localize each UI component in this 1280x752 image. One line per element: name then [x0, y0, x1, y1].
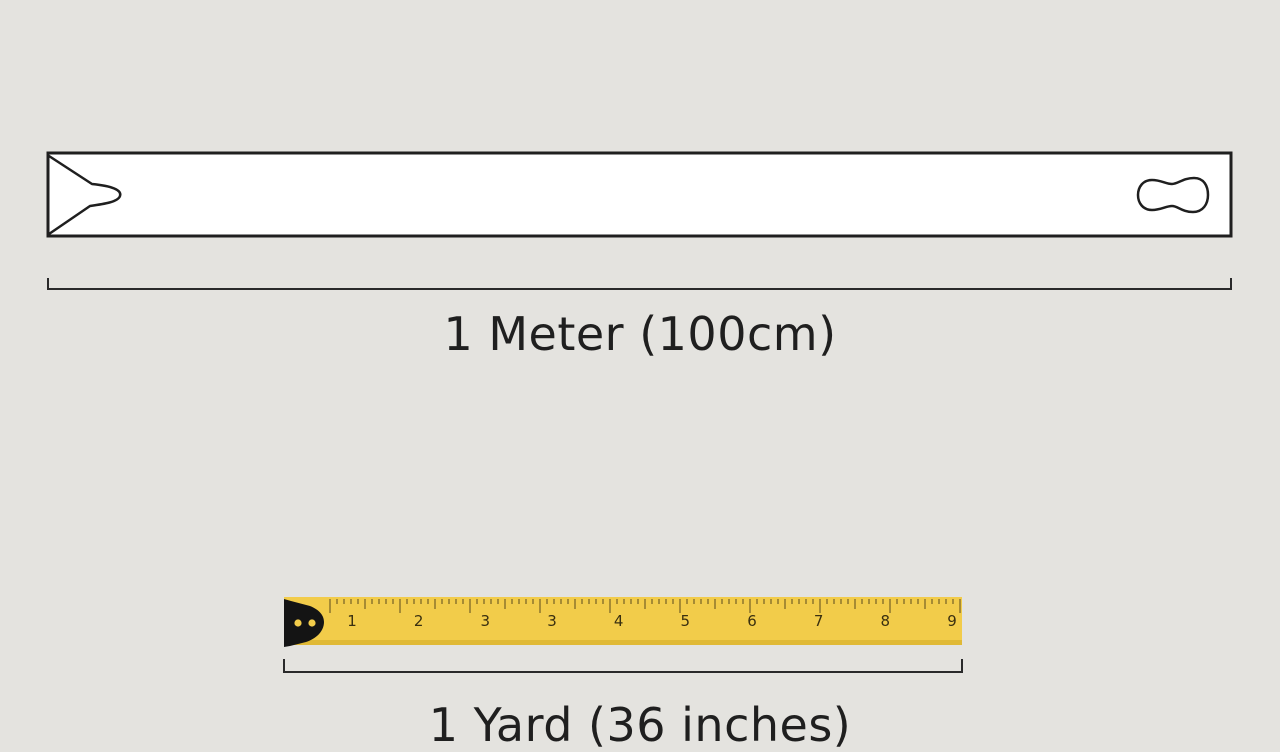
meter-dimension-bracket: [47, 278, 1232, 290]
hook-hole-left: [294, 619, 302, 627]
yard-tape-measure: 1 2 3 3 4 5 6 7 8 9: [284, 597, 962, 647]
yard-caption: 1 Yard (36 inches): [428, 698, 852, 752]
yard-tape-numbers: 1 2 3 3 4 5 6 7 8 9: [347, 612, 957, 630]
meter-stick: [46, 151, 1233, 238]
hook-hole-right: [308, 619, 316, 627]
meter-stick-left-notch: [48, 154, 122, 236]
meter-caption: 1 Meter (100cm): [443, 307, 837, 361]
tape-number: 7: [814, 612, 824, 630]
yard-tape-hook: [284, 599, 324, 647]
yard-tape-body: [284, 597, 962, 645]
tape-number: 3: [547, 612, 557, 630]
yard-dimension-bracket: [283, 659, 963, 673]
meter-stick-body: [46, 151, 1233, 238]
tape-number: 2: [414, 612, 424, 630]
tape-number: 1: [347, 612, 357, 630]
tape-number: 4: [614, 612, 624, 630]
yard-tape-shadow: [284, 640, 962, 645]
tape-number: 9: [947, 612, 957, 630]
comparison-diagram: 1 2 3 3 4 5 6 7 8 9: [46, 151, 1233, 673]
tape-number: 5: [681, 612, 691, 630]
tape-number: 3: [481, 612, 491, 630]
yard-tape-ticks: [329, 599, 961, 613]
meter-stick-hang-hole: [1136, 176, 1210, 214]
tape-number: 8: [881, 612, 891, 630]
tape-number: 6: [747, 612, 757, 630]
